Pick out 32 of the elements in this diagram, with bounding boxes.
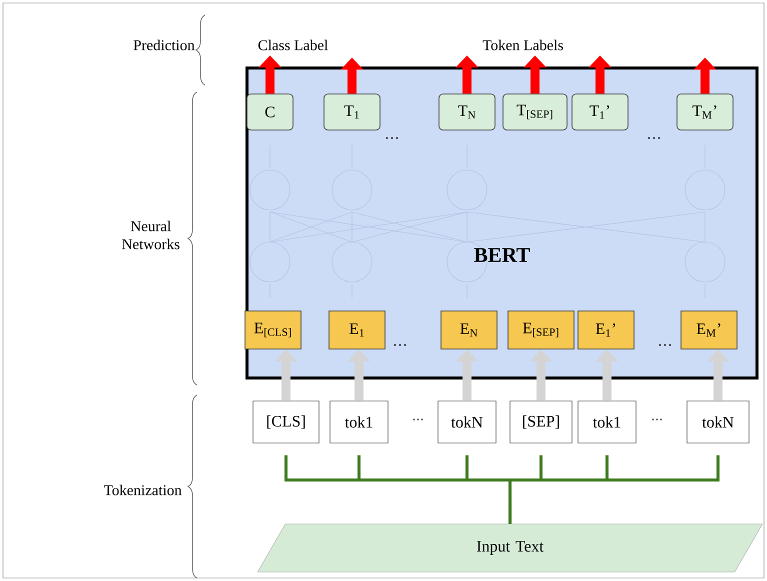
output-box: T$_{1}$: [324, 94, 380, 130]
ellipsis: ⋯: [652, 418, 662, 420]
input-parallelogram: Input Text: [257, 524, 763, 572]
token-box: tokN: [686, 400, 750, 444]
embedding-box: E$_{M}$’: [680, 310, 738, 350]
embedding-box: E$_{1}$: [328, 310, 386, 350]
output-box: C: [246, 94, 294, 130]
output-box: T$_{N}$: [438, 94, 496, 130]
embedding-box: E$_{1}$’: [578, 310, 634, 350]
token-box: tok1: [330, 400, 388, 444]
token-box: tok1: [578, 400, 636, 444]
token-box: [CLS]: [252, 400, 320, 444]
ellipsis: …: [648, 137, 660, 139]
ellipsis: …: [386, 137, 398, 139]
output-box: T$_{M}$’: [676, 94, 734, 130]
ellipsis: …: [394, 344, 406, 346]
output-label: Class Label: [258, 40, 328, 50]
output-label: Token Labels: [482, 40, 563, 50]
stage-label: Neural Networks: [122, 220, 180, 250]
embedding-box: E$_{[CLS]}$: [244, 310, 302, 350]
stage-label: Prediction: [134, 40, 195, 50]
token-box: tokN: [438, 400, 496, 444]
token-box: [SEP]: [510, 400, 572, 444]
ellipsis: ⋯: [413, 418, 423, 420]
output-box: T$_{[SEP]}$: [502, 94, 568, 130]
stage-label: Tokenization: [104, 484, 182, 496]
embedding-box: E$_{[SEP]}$: [508, 310, 574, 350]
ellipsis: …: [659, 344, 671, 346]
model-name: BERT: [474, 248, 530, 262]
embedding-box: E$_{N}$: [440, 310, 498, 350]
output-box: T$_{1}$’: [572, 94, 628, 130]
bracket-line: [508, 455, 720, 524]
